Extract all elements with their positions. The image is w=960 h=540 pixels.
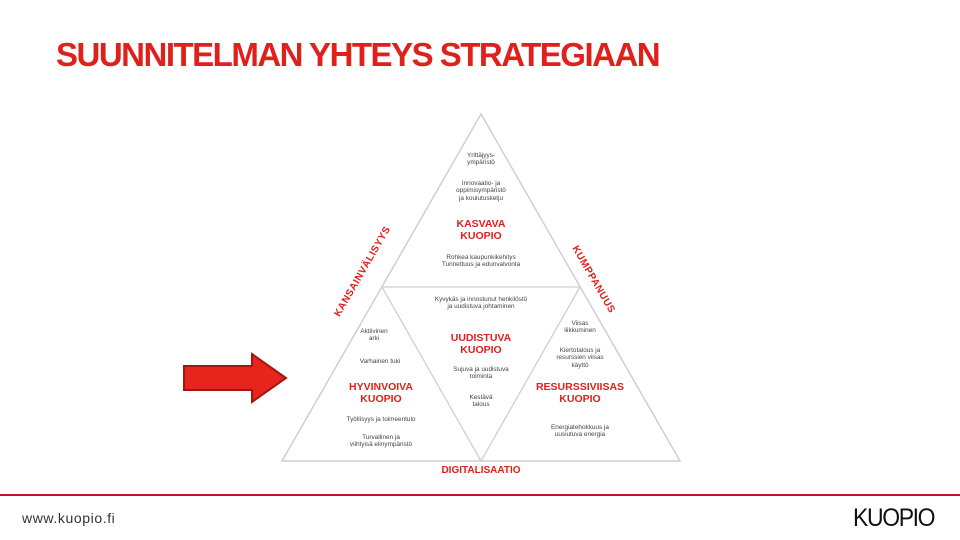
footer-url: www.kuopio.fi <box>22 510 116 526</box>
left-item-3: Työllisyys ja toimeentulo <box>346 416 416 423</box>
center-top-text: Kyvykäs ja innostunut henkilöstö ja uudi… <box>434 296 528 311</box>
left-item-1: Aktiivinen arki <box>360 328 388 343</box>
right-item-2: Kiertotalous ja resurssien viisas käyttö <box>556 347 604 369</box>
section-title-uudistuva: UUDISTUVA KUOPIO <box>450 332 512 356</box>
top-item-2: Innovaatio- ja oppimisympäristö ja koulu… <box>456 180 506 202</box>
kuopio-logo: KUOPIO <box>853 504 936 532</box>
center-item-1: Sujuva ja uudistuva toiminta <box>453 366 509 381</box>
right-item-3: Energiatehokkuus ja uusiutuva energia <box>551 424 609 439</box>
section-title-resurssiviisas: RESURSSIVIISAS KUOPIO <box>535 381 625 405</box>
center-item-2: Kestävä talous <box>469 394 493 409</box>
section-title-kasvava: KASVAVA KUOPIO <box>456 218 506 242</box>
left-item-4: Turvallinen ja viihtyisä elinympäristö <box>349 434 413 449</box>
left-item-2: Varhainen tuki <box>359 358 401 365</box>
top-bottom-items: Rohkea kaupunkikehitys Tunnettuus ja edu… <box>441 254 521 269</box>
strategy-pyramid: Yrittäjyys- ympäristö Innovaatio- ja opp… <box>276 110 686 480</box>
footer-divider <box>0 494 960 496</box>
right-arrow-icon <box>182 352 288 409</box>
section-title-hyvinvoiva: HYVINVOIVA KUOPIO <box>349 381 413 405</box>
base-label-digitalisaatio: DIGITALISAATIO <box>441 465 521 476</box>
top-item-1: Yrittäjyys- ympäristö <box>466 152 496 167</box>
right-item-1: Viisas liikkuminen <box>564 320 596 335</box>
slide-title: SUUNNITELMAN YHTEYS STRATEGIAAN <box>56 36 661 73</box>
pyramid-outline <box>280 112 682 462</box>
